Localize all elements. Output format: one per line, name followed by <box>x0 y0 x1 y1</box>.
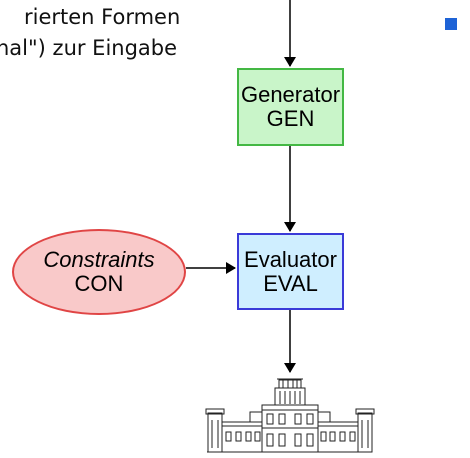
text-line-1: rierten Formen <box>24 5 181 29</box>
body-text: rierten Formen nal") zur Eingabe <box>0 2 180 64</box>
constraints-title: Constraints <box>43 247 155 272</box>
generator-abbrev: GEN <box>266 106 315 131</box>
evaluator-abbrev: EVAL <box>263 270 318 296</box>
evaluator-title: Evaluator <box>244 246 337 272</box>
bullet-icon <box>445 18 457 30</box>
evaluator-box: Evaluator EVAL <box>237 233 344 310</box>
generator-box: Generator GEN <box>237 68 344 146</box>
constraints-ellipse: Constraints CON <box>12 229 186 315</box>
building-icon <box>205 378 375 453</box>
text-line-2: nal") zur Eingabe <box>0 36 178 60</box>
constraints-abbrev: CON <box>74 271 124 296</box>
generator-title: Generator <box>240 82 341 107</box>
